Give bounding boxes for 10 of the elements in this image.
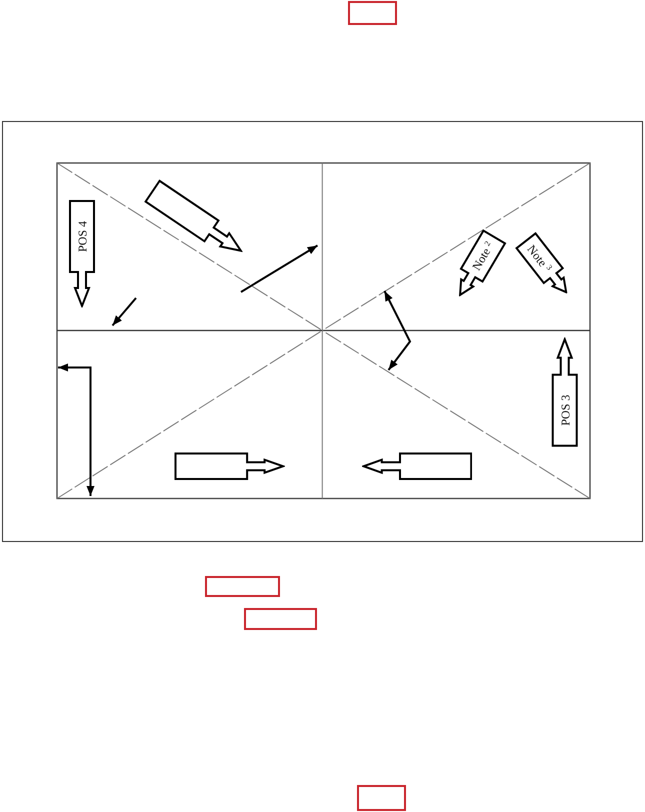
position-label: POS 3 (559, 395, 571, 426)
position-label: POS 4 (76, 221, 88, 252)
empty-frame (348, 0, 397, 25)
empty-frame (357, 784, 406, 811)
empty-frame (244, 608, 317, 630)
block-arrow (174, 452, 285, 480)
block-arrow (68, 200, 96, 308)
block-arrow (362, 452, 472, 480)
empty-frame (205, 576, 280, 596)
block-arrow (552, 338, 578, 448)
